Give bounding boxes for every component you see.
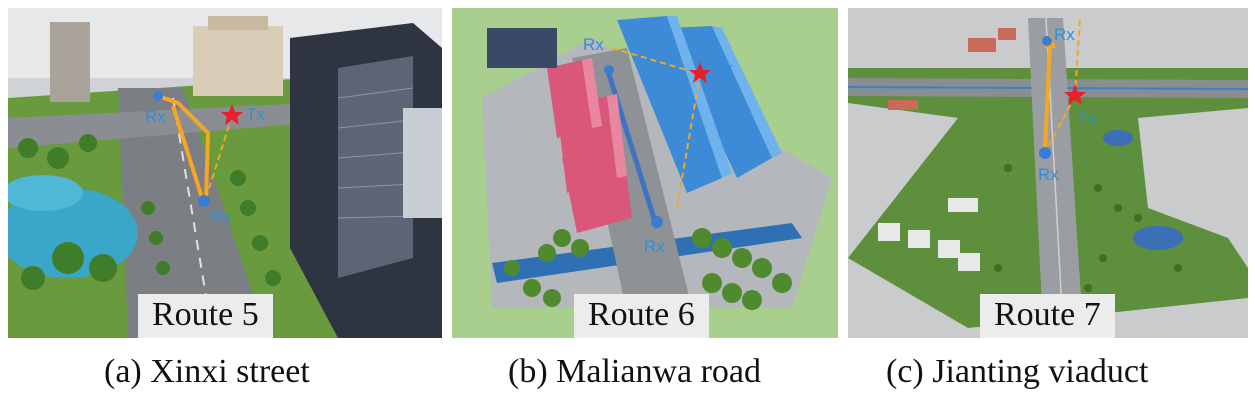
panel-malianwa-road: Rx Tx Rx Route 6 [452, 8, 838, 338]
rx-label-bottom: Rx [644, 237, 665, 256]
transmitter-star [1064, 84, 1086, 105]
caption-xinxi-street: (a) Xinxi street [104, 353, 310, 390]
scene-jianting-viaduct: Rx Tx Rx [848, 8, 1248, 338]
tx-label: Tx [714, 59, 733, 78]
scene-malianwa-road: Rx Tx Rx [452, 8, 838, 338]
transmitter-star [221, 104, 243, 125]
receiver-marker-bottom [651, 216, 663, 228]
rx-label-top: Rx [583, 35, 604, 54]
caption-jianting-viaduct: (c) Jianting viaduct [886, 353, 1149, 390]
route-label: Route 5 [138, 294, 273, 338]
panel-xinxi-street: Rx Tx Rx Route 5 [8, 8, 442, 338]
tx-label: Tx [246, 105, 265, 124]
panel-jianting-viaduct: Rx Tx Rx Route 7 [848, 8, 1248, 338]
receiver-marker-top [153, 91, 163, 101]
scene-xinxi-street: Rx Tx Rx [8, 8, 442, 338]
rx-label-top: Rx [145, 107, 166, 126]
tx-label: Tx [1078, 109, 1097, 128]
receiver-marker-top [1042, 36, 1052, 46]
receiver-marker-top [604, 65, 614, 75]
rx-label-bottom: Rx [1038, 165, 1059, 184]
route-label: Route 6 [574, 294, 709, 338]
rx-label-bottom: Rx [211, 207, 232, 226]
transmitter-star [689, 62, 711, 83]
rx-label-top: Rx [1054, 25, 1075, 44]
receiver-marker-bottom [198, 195, 210, 207]
route-label: Route 7 [980, 294, 1115, 338]
caption-malianwa-road: (b) Malianwa road [508, 353, 762, 390]
receiver-marker-bottom [1039, 147, 1051, 159]
